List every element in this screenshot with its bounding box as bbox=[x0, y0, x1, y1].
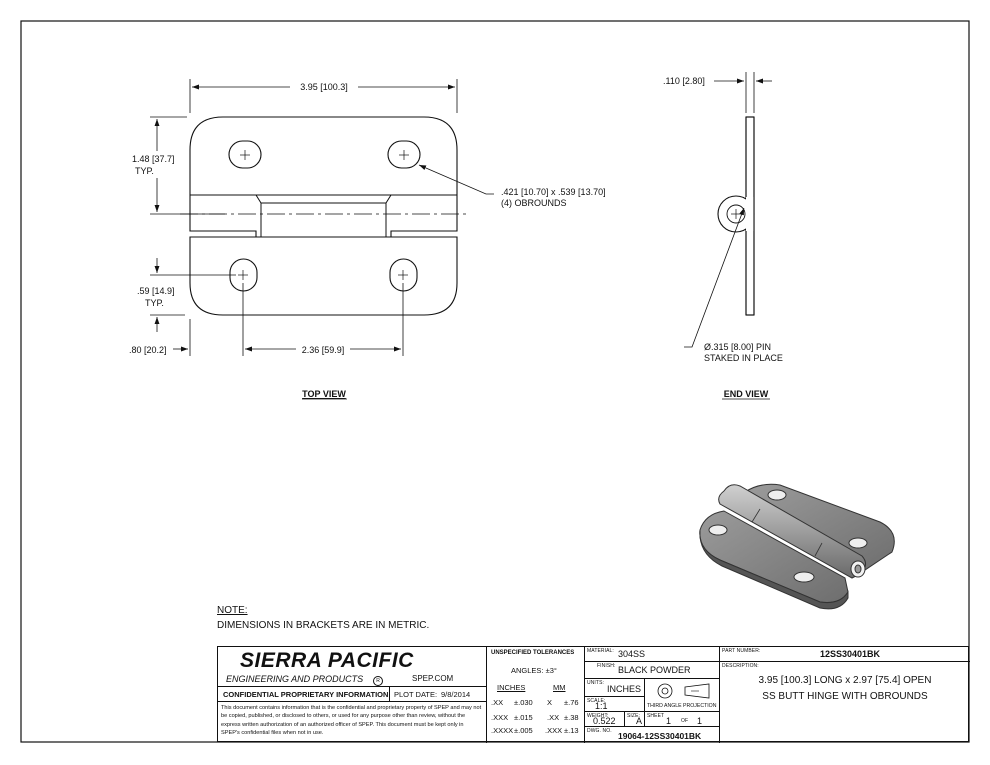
material-label: MATERIAL: bbox=[587, 648, 614, 654]
part-number-label: PART NUMBER: bbox=[722, 648, 761, 654]
projection-cell: THIRD ANGLE PROJECTION bbox=[645, 679, 720, 712]
title-block: SIERRA PACIFIC ENGINEERING AND PRODUCTS … bbox=[217, 646, 970, 743]
sheet-number: 1 bbox=[666, 716, 672, 726]
units-cell: UNITS: INCHES bbox=[585, 679, 645, 697]
tolerances-angles: ANGLES: ±3° bbox=[511, 666, 557, 675]
inches-header: INCHES bbox=[497, 683, 526, 692]
projection-label: THIRD ANGLE PROJECTION bbox=[647, 703, 717, 709]
obround-hole bbox=[389, 258, 418, 292]
dim-side-offset: .80 [20.2] bbox=[129, 345, 167, 355]
description-line2: SS BUTT HINGE WITH OBROUNDS bbox=[762, 691, 928, 702]
sheet-cell: SHEET 1 OF 1 bbox=[645, 712, 720, 727]
knuckle-outline bbox=[189, 195, 458, 238]
note-text: DIMENSIONS IN BRACKETS ARE IN METRIC. bbox=[217, 620, 430, 631]
registered-mark-icon: R bbox=[373, 676, 383, 686]
dwg-number-label: DWG. NO. bbox=[587, 728, 612, 734]
company-website: SPEP.COM bbox=[412, 674, 454, 683]
pin-callout-line2: STAKED IN PLACE bbox=[704, 353, 783, 363]
end-view-caption: END VIEW bbox=[724, 389, 769, 399]
obround-callout-line1: .421 [10.70] x .539 [13.70] bbox=[501, 187, 606, 197]
confidential-heading: CONFIDENTIAL PROPRIETARY INFORMATION bbox=[223, 690, 389, 699]
finish-cell: FINISH: BLACK POWDER bbox=[585, 662, 720, 679]
dim-thickness: .110 [2.80] bbox=[663, 76, 705, 86]
description-cell: DESCRIPTION: 3.95 [100.3] LONG x 2.97 [7… bbox=[720, 662, 970, 743]
isometric-view bbox=[699, 483, 895, 610]
dim-hole-height-mm: [37.7] bbox=[152, 154, 175, 164]
tolerances-heading: UNSPECIFIED TOLERANCES bbox=[491, 650, 575, 656]
obround-hole bbox=[387, 140, 421, 169]
part-number: 12SS30401BK bbox=[820, 649, 881, 659]
lower-leaf-outline bbox=[189, 236, 458, 316]
tolerances-block: UNSPECIFIED TOLERANCES ANGLES: ±3° INCHE… bbox=[487, 647, 585, 743]
size-cell: SIZE: A bbox=[625, 712, 645, 727]
dim-overall-length: 3.95 [100.3] bbox=[300, 82, 348, 92]
units-label: UNITS: bbox=[587, 680, 604, 686]
pin-callout-line1: Ø.315 [8.00] PIN bbox=[704, 342, 771, 352]
end-view-labels: .110 [2.80] Ø.315 [8.00] PIN STAKED IN P… bbox=[663, 76, 783, 399]
dim-hole-height-inch: 1.48 bbox=[132, 154, 150, 164]
confidential-text: This document contains information that … bbox=[221, 705, 482, 737]
dim-edge-typ: TYP. bbox=[145, 298, 164, 308]
finish-label: FINISH: bbox=[597, 663, 616, 669]
sheet-of-label: OF bbox=[681, 718, 689, 724]
material-cell: MATERIAL: 304SS bbox=[585, 647, 720, 662]
upper-leaf-outline bbox=[189, 116, 458, 195]
company-name: SIERRA PACIFIC bbox=[240, 649, 414, 672]
end-view-dimensions bbox=[684, 72, 772, 348]
dwg-number-cell: DWG. NO. 19064-12SS30401BK bbox=[585, 727, 720, 743]
size-value: A bbox=[636, 716, 643, 726]
size-label: SIZE: bbox=[627, 713, 641, 719]
dwg-number: 19064-12SS30401BK bbox=[618, 731, 702, 741]
company-block: SIERRA PACIFIC ENGINEERING AND PRODUCTS … bbox=[218, 647, 487, 687]
dim-hole-height-typ: TYP. bbox=[135, 166, 154, 176]
description-line1: 3.95 [100.3] LONG x 2.97 [75.4] OPEN bbox=[758, 675, 932, 686]
obround-hole bbox=[228, 140, 262, 169]
top-view-caption: TOP VIEW bbox=[302, 389, 346, 399]
dim-hole-spacing: 2.36 [59.9] bbox=[302, 345, 345, 355]
finish-value: BLACK POWDER bbox=[618, 665, 691, 675]
dim-edge-mm: [14.9] bbox=[152, 286, 175, 296]
weight-cell: WEIGHT: 0.522 bbox=[585, 712, 625, 727]
plot-date-label: PLOT DATE: bbox=[394, 690, 438, 699]
end-view bbox=[717, 116, 755, 316]
sheet-total: 1 bbox=[697, 716, 703, 726]
material-value: 304SS bbox=[618, 649, 646, 659]
plot-date: 9/8/2014 bbox=[441, 690, 471, 699]
top-view-labels: 3.95 [100.3] 1.48 [37.7] TYP. .59 [14.9]… bbox=[129, 82, 606, 399]
note-heading: NOTE: bbox=[217, 605, 248, 616]
confidential-text-cell: This document contains information that … bbox=[218, 702, 487, 743]
top-view-dimensions bbox=[150, 79, 494, 356]
top-view bbox=[180, 116, 470, 316]
description-label: DESCRIPTION: bbox=[722, 663, 759, 669]
third-angle-projection-icon bbox=[657, 683, 710, 699]
units-value: INCHES bbox=[607, 684, 642, 694]
weight-value: 0.522 bbox=[593, 716, 616, 726]
plot-date-cell: PLOT DATE: 9/8/2014 bbox=[390, 687, 487, 702]
part-number-cell: PART NUMBER: 12SS30401BK bbox=[720, 647, 970, 662]
mm-header: MM bbox=[553, 683, 566, 692]
weight-label: WEIGHT: bbox=[587, 713, 609, 719]
sheet-label: SHEET bbox=[647, 713, 665, 719]
confidential-heading-cell: CONFIDENTIAL PROPRIETARY INFORMATION bbox=[218, 687, 390, 702]
scale-value: 1:1 bbox=[595, 701, 608, 711]
scale-label: SCALE: bbox=[587, 698, 606, 704]
company-subtitle: ENGINEERING AND PRODUCTS bbox=[226, 674, 364, 684]
scale-cell: SCALE: 1:1 bbox=[585, 697, 645, 712]
sheet-border bbox=[20, 20, 970, 743]
obround-callout-line2: (4) OBROUNDS bbox=[501, 198, 567, 208]
dim-edge-inch: .59 bbox=[137, 286, 150, 296]
